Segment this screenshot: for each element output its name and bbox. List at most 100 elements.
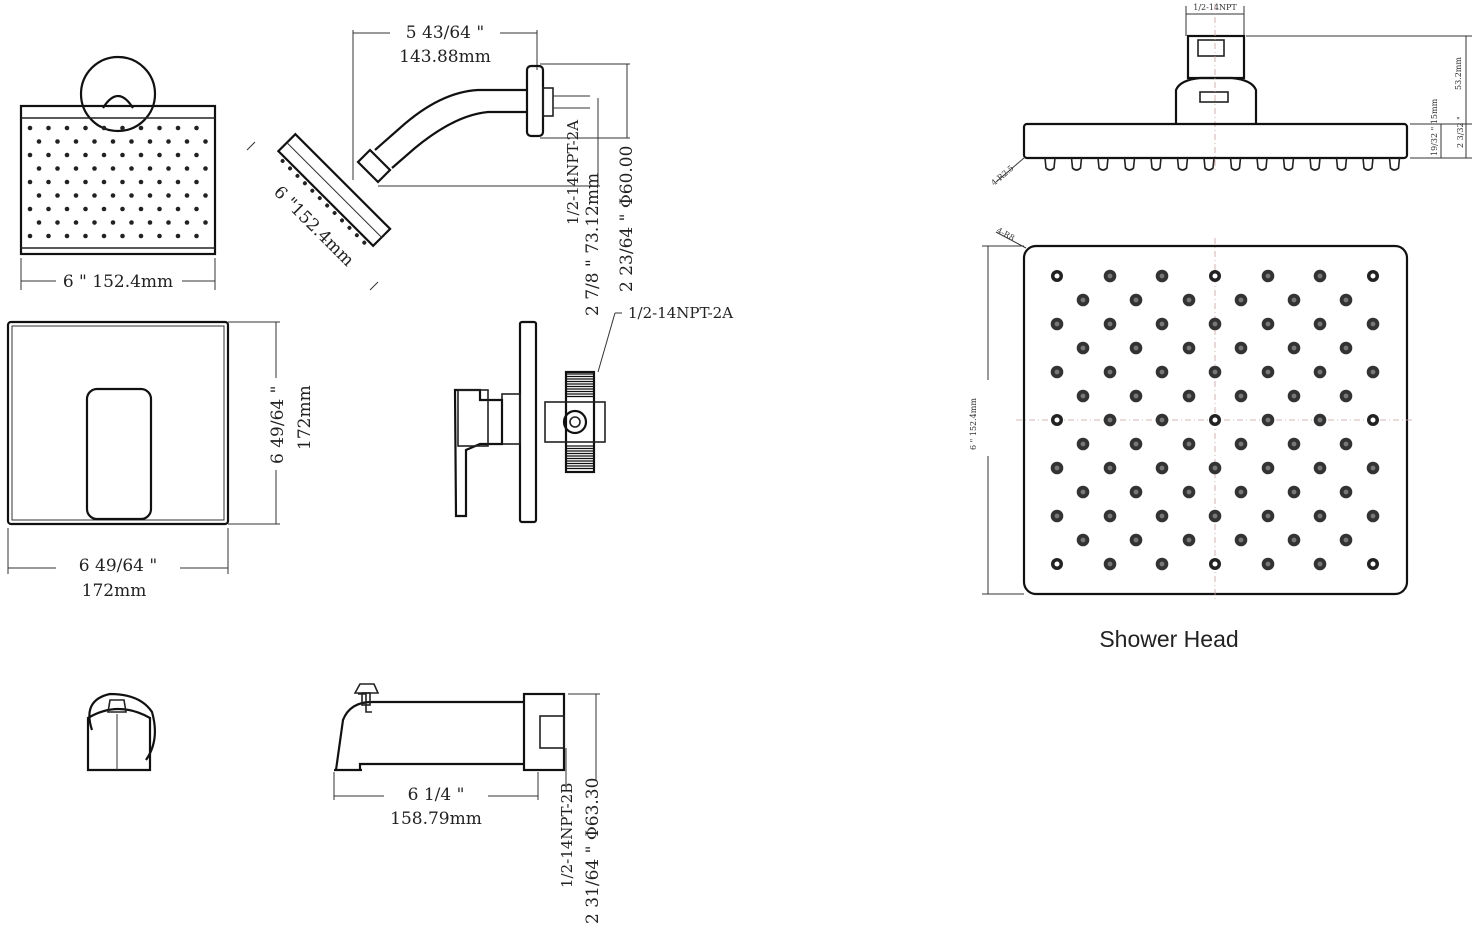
nozzle-dot [46, 152, 51, 158]
nozzle-dot [101, 233, 107, 239]
nozzle-dot [101, 152, 107, 158]
face-nozzle-center [1186, 297, 1192, 303]
face-nozzle-center [1265, 321, 1271, 327]
nozzle-dot [110, 166, 116, 171]
nozzle-dot [55, 139, 60, 144]
nozzle-dot [295, 173, 300, 178]
nozzle-dot [175, 125, 181, 131]
nozzle-dot [194, 206, 199, 212]
nozzle-dot [184, 139, 190, 144]
nozzle-dot [147, 166, 153, 171]
face-nozzle-center [1107, 417, 1113, 423]
nozzle-dot [110, 139, 116, 144]
arm-thread-label: 1/2-14NPT-2A [564, 120, 582, 225]
spout-flange-label: 2 31/64 " Φ63.30 [583, 778, 603, 924]
face-nozzle-center [1317, 321, 1323, 327]
face-nozzle-center [1238, 393, 1244, 399]
nozzle-dot [354, 233, 359, 238]
side-nozzle [1097, 157, 1109, 171]
face-nozzle-center [1370, 321, 1376, 327]
face-nozzle-center [1317, 273, 1323, 279]
nozzle-dot [288, 166, 293, 171]
nozzle-dot [73, 193, 79, 198]
nozzle-dot [138, 179, 144, 185]
nozzle-dot [83, 152, 88, 158]
nozzle-dot [92, 220, 97, 225]
face-nozzle-center [1107, 321, 1113, 327]
nozzle-dot [184, 193, 190, 198]
nozzle-dot [64, 179, 70, 185]
face-nozzle-center [1159, 369, 1165, 375]
nozzle-dot [166, 166, 171, 171]
side-nozzle [1044, 157, 1056, 171]
nozzle-dot [157, 206, 162, 212]
face-nozzle-center [1212, 513, 1218, 519]
face-nozzle-center [1343, 345, 1349, 351]
face-nozzle-center [1159, 417, 1165, 423]
nozzle-dot [120, 233, 125, 239]
sh-radius-side-label: 4-R2.5 [990, 164, 1016, 188]
face-nozzle-center [1159, 465, 1165, 471]
nozzle-dot [175, 179, 181, 185]
shower-arm-side-view: 5 43/64 " 143.88mm 6 "152.4mm 1/2-14NPT-… [246, 23, 637, 316]
nozzle-dot [138, 206, 144, 212]
nozzle-dot [317, 196, 322, 201]
shower-head-face-view: 4-R8 6 " 152.4mm [969, 226, 1414, 602]
nozzle-dot [64, 206, 70, 212]
nozzle-dot [92, 193, 97, 198]
nozzle-dot [110, 220, 116, 225]
flange-dia-label: 2 23/64 " Φ60.00 [617, 146, 637, 292]
nozzle-dot [83, 179, 88, 185]
face-nozzle-center [1212, 561, 1218, 567]
face-nozzle-center [1343, 393, 1349, 399]
spout-front-view [86, 692, 157, 772]
nozzle-dot [203, 220, 208, 225]
nozzle-dot [92, 139, 97, 144]
nozzle-dot [175, 206, 181, 212]
face-nozzle-center [1080, 441, 1086, 447]
nozzle-dot [64, 152, 70, 158]
face-nozzle-center [1080, 297, 1086, 303]
nozzle-dot [64, 233, 70, 239]
side-nozzle [1388, 157, 1401, 171]
nozzle-dot [83, 206, 88, 212]
nozzle-dot [194, 152, 199, 158]
spout-thread-label: 1/2-14NPT-2B [558, 783, 576, 888]
nozzle-dot [157, 179, 162, 185]
trim-plate-front-view: 6 49/64 " 172mm 6 49/64 " 172mm [6, 320, 315, 601]
nozzle-dot [147, 193, 153, 198]
nozzle-dot [27, 233, 33, 239]
valve-thread-label: 1/2-14NPT-2A [628, 304, 733, 322]
face-nozzle-center [1159, 561, 1165, 567]
face-nozzle-center [1186, 537, 1192, 543]
side-nozzle [1309, 157, 1321, 171]
face-nozzle-center [1370, 369, 1376, 375]
side-nozzle [1335, 157, 1348, 171]
face-nozzle-center [1291, 489, 1297, 495]
nozzle-dot [129, 193, 134, 198]
face-nozzle-center [1238, 345, 1244, 351]
face-nozzle-center [1080, 489, 1086, 495]
face-nozzle-center [1317, 561, 1323, 567]
spout-length-in-label: 6 1/4 " [408, 785, 465, 805]
face-nozzle-center [1212, 321, 1218, 327]
arm-length-mm-label: 143.88mm [399, 47, 491, 67]
face-nozzle-center [1238, 537, 1244, 543]
front-nozzle-grid [27, 125, 208, 239]
nozzle-dot [129, 166, 134, 171]
face-nozzle-center [1133, 297, 1139, 303]
face-nozzle-center [1317, 465, 1323, 471]
face-nozzle-center [1133, 393, 1139, 399]
face-nozzle-center [1212, 273, 1218, 279]
face-nozzle-center [1265, 513, 1271, 519]
spout-length-mm-label: 158.79mm [390, 809, 482, 829]
nozzle-dot [157, 125, 162, 131]
nozzle-dot [280, 159, 285, 164]
face-nozzle-center [1107, 513, 1113, 519]
trim-width-mm-label: 172mm [82, 581, 147, 601]
face-nozzle-center [1212, 369, 1218, 375]
side-nozzle [1203, 157, 1215, 171]
nozzle-dot [46, 179, 51, 185]
face-nozzle-center [1291, 537, 1297, 543]
nozzle-dot [310, 188, 315, 193]
